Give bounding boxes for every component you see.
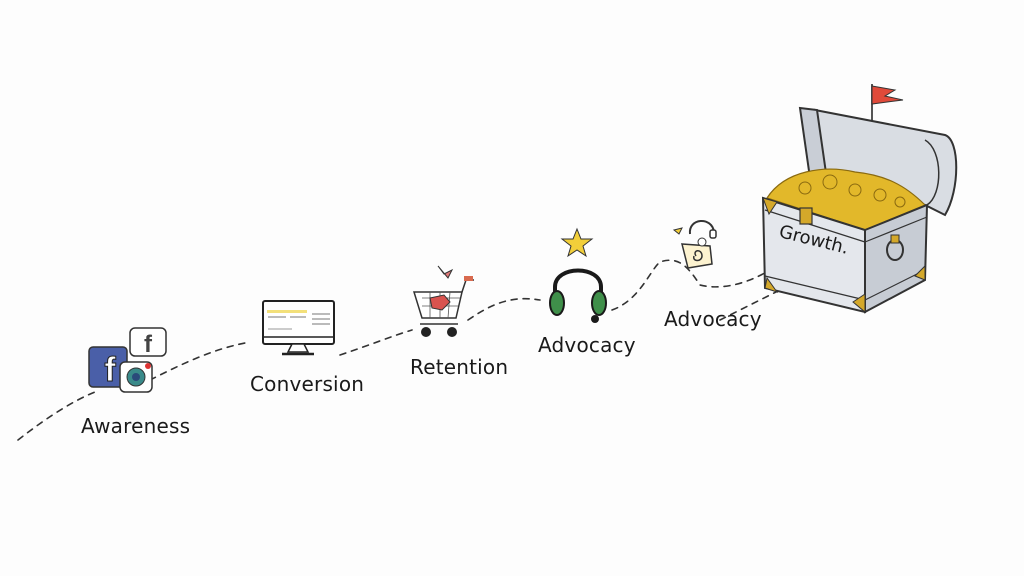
shopping-cart-icon xyxy=(412,265,474,337)
star-icon xyxy=(560,227,594,258)
growth-stage: Growth. xyxy=(755,80,975,320)
stage-label-advocacy-1: Advocacy xyxy=(538,333,636,357)
stage-label-retention: Retention xyxy=(410,355,509,379)
advocacy-stage-1 xyxy=(545,225,610,325)
retention-stage xyxy=(410,262,475,342)
svg-text:f: f xyxy=(144,331,153,358)
stage-label-awareness: Awareness xyxy=(81,414,191,438)
headphones-star-icon xyxy=(549,227,607,323)
stage-label-conversion: Conversion xyxy=(250,372,365,396)
flag-icon xyxy=(871,85,904,105)
svg-text:f: f xyxy=(104,351,116,389)
advocacy-stage-2 xyxy=(672,212,732,272)
stage-label-advocacy-2: Advocacy xyxy=(664,307,762,331)
conversion-stage xyxy=(262,300,337,360)
support-headset-icon xyxy=(672,220,717,269)
social-media-icons: f f xyxy=(88,327,167,393)
awareness-stage: f f xyxy=(86,325,176,395)
treasure-chest-icon: Growth. xyxy=(761,84,958,314)
computer-monitor-icon xyxy=(262,300,335,356)
